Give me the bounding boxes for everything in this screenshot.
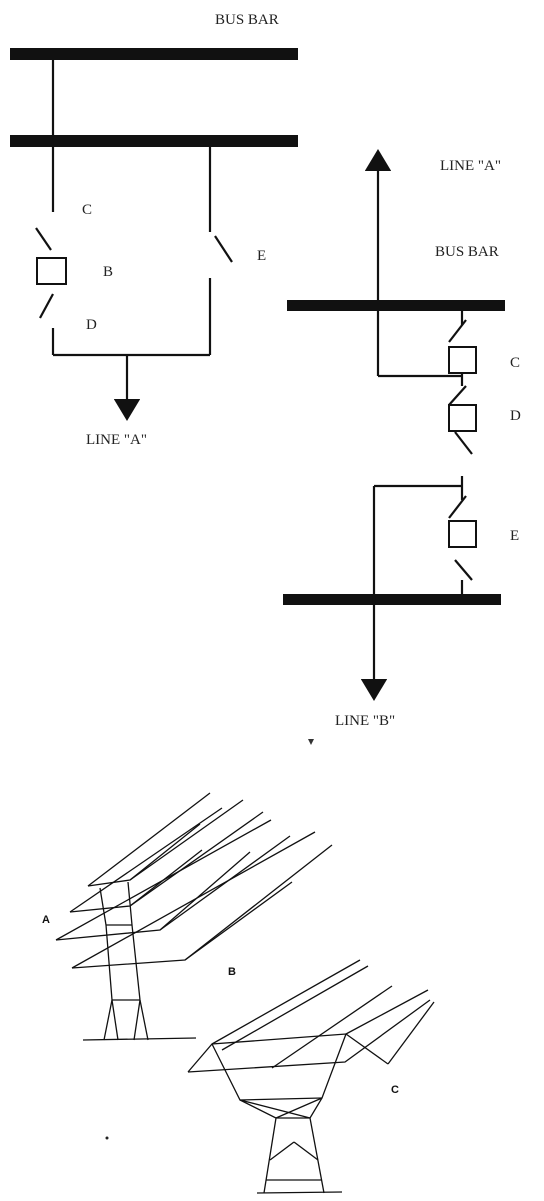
tower-c-brace-6 <box>293 1141 319 1161</box>
conductor-c1 <box>211 959 361 1045</box>
label-d-2: D <box>510 408 521 424</box>
bus-bar-label-2: BUS BAR <box>435 244 499 260</box>
tower-a-brace-3 <box>111 999 119 1041</box>
bus-bar-label-1: BUS BAR <box>215 12 279 28</box>
tower-a-leg-left <box>99 887 113 1041</box>
tower-label-b: B <box>228 966 236 978</box>
tower-label-a: A <box>42 914 50 926</box>
conductor-c3 <box>271 985 393 1069</box>
line-a-label-1: LINE "A" <box>86 432 147 448</box>
tower-c-brace-3 <box>275 1097 323 1119</box>
tower-c-leg-left <box>211 1043 277 1194</box>
switch-e <box>214 235 233 263</box>
chain-switch-2 <box>448 385 467 406</box>
chain-switch-5 <box>454 559 473 581</box>
stray-arrow-mark <box>308 739 314 745</box>
switch-c <box>35 227 52 251</box>
crossarm-2 <box>69 849 203 913</box>
tower-label-c: C <box>391 1084 399 1096</box>
tower-a-leg-right <box>127 881 149 1041</box>
tower-c-brace-5 <box>269 1141 295 1161</box>
conductor-a8 <box>184 844 333 961</box>
tower-c-brace-2 <box>239 1099 311 1119</box>
label-e-2: E <box>510 528 519 544</box>
crossarm-c <box>187 999 431 1073</box>
crossarm-3 <box>55 851 251 941</box>
transmission-tower-a <box>55 792 333 1041</box>
bus-bar-top <box>10 48 298 60</box>
label-c-1: C <box>82 202 92 218</box>
conductor-a3 <box>69 807 223 913</box>
tower-a-ground <box>82 1037 197 1041</box>
conductor-a7 <box>71 831 316 969</box>
bus-bar-upper-2 <box>287 300 505 311</box>
breaker-b <box>36 257 67 285</box>
crossarm-c-top <box>187 1033 389 1073</box>
transmission-tower-c <box>187 959 435 1194</box>
line-b-label: LINE "B" <box>335 713 395 729</box>
switch-d <box>39 293 54 319</box>
conductor-c5 <box>387 1001 435 1065</box>
line-a-label-2: LINE "A" <box>440 158 501 174</box>
breaker-d-2 <box>448 404 477 432</box>
tower-drawing: A B C <box>42 792 435 1194</box>
label-e-1: E <box>257 248 266 264</box>
crossarm-1 <box>87 823 201 887</box>
conductor-a2 <box>129 799 244 881</box>
tower-c-ground <box>256 1191 343 1194</box>
tower-c-leg-right <box>309 1033 347 1194</box>
label-b-1: B <box>103 264 113 280</box>
conductor-a4 <box>129 811 264 907</box>
label-c-2: C <box>510 355 520 371</box>
tower-a-brace-4 <box>133 999 141 1041</box>
breaker-and-half-diagram: LINE "A" BUS BAR C D E LINE "B" <box>283 149 521 729</box>
conductor-c2 <box>221 965 369 1051</box>
conductor-a5 <box>55 819 272 941</box>
chain-switch-3 <box>454 431 473 455</box>
bus-bar-lower <box>10 135 298 147</box>
breaker-c-2 <box>448 346 477 374</box>
chain-switch-1 <box>448 319 467 343</box>
conductor-c4 <box>345 989 429 1035</box>
label-d-1: D <box>86 317 97 333</box>
crossarm-4 <box>71 881 293 969</box>
tower-c-brace-1 <box>239 1097 323 1101</box>
single-bus-diagram: BUS BAR C B D E LINE "A" <box>10 12 298 448</box>
bus-bar-lower-2 <box>283 594 501 605</box>
conductor-a1 <box>87 792 211 887</box>
stray-dot <box>105 1136 109 1140</box>
chain-switch-4 <box>448 495 467 519</box>
breaker-e-2 <box>448 520 477 548</box>
